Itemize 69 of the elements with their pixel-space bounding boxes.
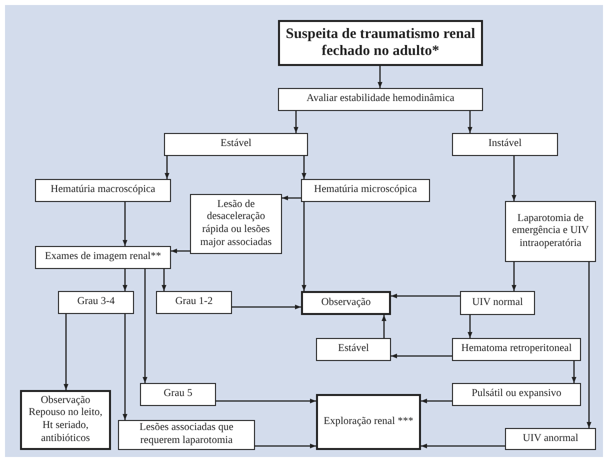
arrow bbox=[468, 315, 472, 338]
process-box bbox=[118, 420, 255, 450]
arrow bbox=[164, 156, 170, 179]
box-label: Instável bbox=[488, 138, 522, 151]
box-label: Hematoma retroperitoneal bbox=[461, 343, 572, 356]
arrow bbox=[512, 156, 516, 201]
arrow bbox=[512, 262, 516, 291]
arrow bbox=[391, 354, 452, 358]
box-label: Estável bbox=[220, 138, 252, 151]
arrow bbox=[421, 444, 505, 448]
arrow bbox=[122, 202, 128, 246]
process-box bbox=[452, 338, 581, 361]
process-box bbox=[505, 201, 596, 262]
process-box bbox=[58, 291, 134, 314]
box-label: Grau 1-2 bbox=[175, 296, 213, 309]
process-box bbox=[278, 20, 483, 66]
process-box bbox=[316, 338, 391, 361]
arrow bbox=[64, 314, 68, 390]
process-box bbox=[301, 179, 430, 202]
arrow bbox=[171, 248, 190, 254]
process-box bbox=[156, 291, 232, 314]
arrow bbox=[421, 398, 452, 404]
process-box bbox=[301, 291, 391, 315]
arrow bbox=[122, 314, 128, 420]
process-box bbox=[316, 394, 421, 450]
arrow bbox=[572, 361, 576, 383]
process-box bbox=[190, 194, 282, 254]
box-label: Pulsátil ou expansivo bbox=[472, 388, 562, 401]
box-label: Exploração renal *** bbox=[324, 416, 414, 428]
process-box bbox=[278, 88, 483, 111]
arrow bbox=[468, 111, 472, 133]
box-label: Grau 5 bbox=[164, 388, 192, 401]
box-label: Avaliar estabilidade hemodinâmica bbox=[306, 93, 454, 106]
box-label: Observação Repouso no leito, Ht seriado, antibióticos bbox=[28, 394, 104, 446]
arrow bbox=[378, 66, 382, 88]
arrow bbox=[302, 202, 306, 291]
box-label: UIV normal bbox=[472, 296, 523, 310]
process-box bbox=[140, 383, 216, 406]
arrow bbox=[302, 156, 306, 179]
arrow bbox=[391, 294, 460, 298]
arrow bbox=[282, 196, 301, 200]
box-label: Hematúria macroscópica bbox=[50, 184, 156, 197]
box-label: Lesão de desaceleração rápida ou lesões major associadas bbox=[199, 198, 273, 250]
arrow bbox=[232, 304, 301, 310]
arrow bbox=[382, 315, 386, 338]
process-box bbox=[20, 390, 111, 450]
box-label: Suspeita de traumatismo renal fechado no adulto* bbox=[284, 26, 476, 60]
box-label: Hematúria microscópica bbox=[314, 184, 417, 197]
box-label: Estável bbox=[338, 343, 369, 356]
arrow bbox=[142, 269, 148, 383]
box-label: Observação bbox=[321, 296, 371, 310]
process-box bbox=[460, 291, 535, 315]
arrow bbox=[586, 262, 592, 428]
box-label: Lesões associadas que requerem laparotomia bbox=[138, 422, 234, 448]
process-box bbox=[35, 246, 171, 269]
process-box bbox=[452, 133, 558, 156]
process-box bbox=[452, 383, 581, 406]
arrow bbox=[122, 269, 128, 291]
process-box bbox=[505, 428, 596, 450]
box-label: Grau 3-4 bbox=[77, 296, 115, 309]
process-box bbox=[35, 179, 171, 202]
arrow bbox=[162, 269, 166, 291]
box-label: Laparotomia de emergência e UIV intraoperatória bbox=[511, 212, 590, 250]
box-label: UIV anormal bbox=[522, 432, 578, 446]
box-label: Exames de imagem renal** bbox=[44, 251, 162, 264]
arrow bbox=[294, 111, 298, 133]
arrow bbox=[255, 444, 316, 448]
arrow bbox=[216, 398, 316, 404]
process-box bbox=[164, 133, 308, 156]
